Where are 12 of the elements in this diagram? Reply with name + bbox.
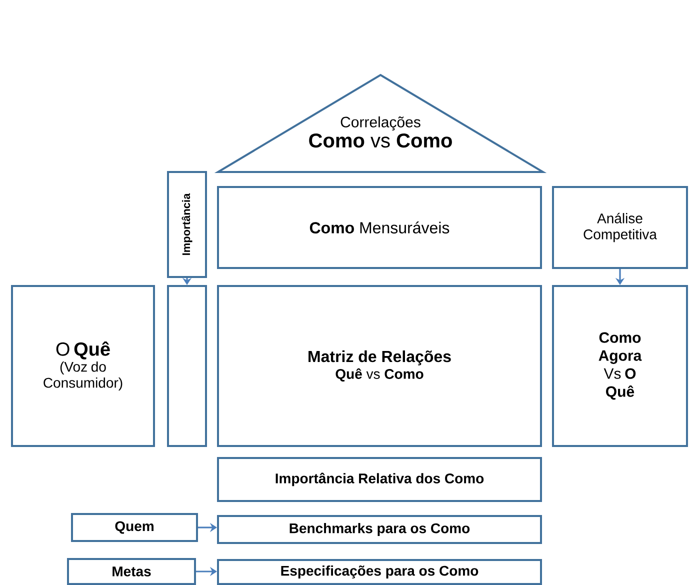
importance-column (167, 285, 207, 447)
competitive-box: Análise Competitiva (552, 186, 688, 269)
label-box: Metas (67, 558, 196, 585)
measures-box: Como Mensuráveis (217, 186, 542, 269)
importance-box: Importância (167, 171, 207, 278)
customer-box: O Quê (Voz do Consumidor) (11, 285, 155, 447)
comparison-box: Como Agora Vs O Quê (552, 285, 688, 447)
specifications-box: Especificações para os Como (217, 559, 542, 585)
relative-importance-box: Importância Relativa dos Como (217, 457, 542, 502)
matrix-box: Matriz de Relações Quê vs Como (217, 285, 542, 447)
benchmarks-box: Benchmarks para os Como (217, 515, 542, 544)
label-box: Quem (71, 513, 198, 542)
